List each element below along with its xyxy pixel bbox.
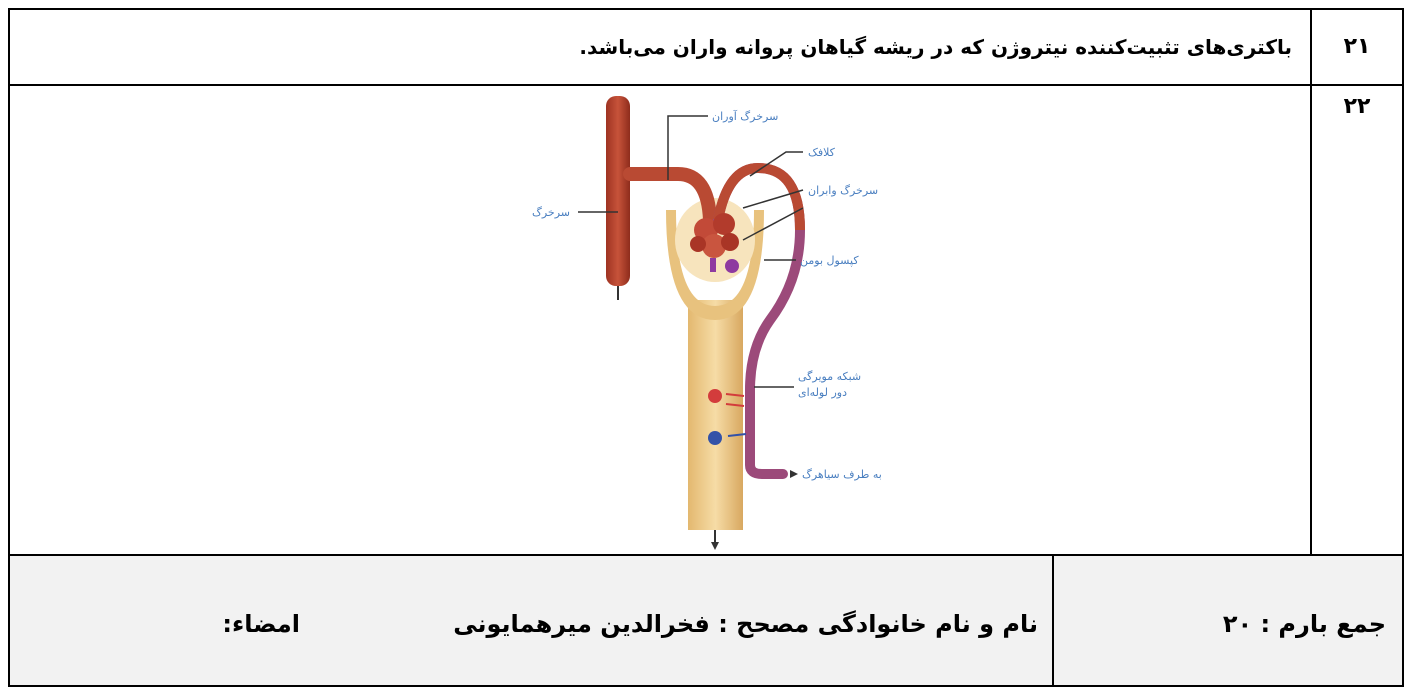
corrector-cell: نام و نام خانوادگی مصحح : فخرالدین میرهم…	[8, 554, 1054, 687]
question-21-text: باکتری‌های تثبیت‌کننده نیتروژن که در ریش…	[8, 8, 1312, 86]
label-artery: سرخرگ	[532, 206, 570, 219]
label-capillary-2: دور لوله‌ای	[798, 386, 847, 399]
question-number-21: ۲۱	[1310, 8, 1404, 86]
label-bowman-capsule: کپسول بومن	[800, 254, 859, 267]
label-efferent: سرخرگ وابران	[808, 184, 878, 197]
nephron-diagram: سرخرگ آوران کلافک سرخرگ وابران کپسول بوم…	[518, 90, 938, 552]
renal-tubule	[688, 300, 743, 530]
artery	[606, 96, 630, 286]
total-score-cell: جمع بارم : ۲۰	[1052, 554, 1404, 687]
corrector-name: نام و نام خانوادگی مصحح : فخرالدین میرهم…	[453, 610, 1038, 638]
exam-table: ۲۱ باکتری‌های تثبیت‌کننده نیتروژن که در …	[8, 8, 1404, 687]
label-glomerulus: کلافک	[808, 146, 836, 159]
question-22-body: سرخرگ آوران کلافک سرخرگ وابران کپسول بوم…	[8, 84, 1312, 556]
label-afferent: سرخرگ آوران	[712, 109, 778, 123]
question-number-22: ۲۲	[1310, 84, 1404, 556]
total-score: جمع بارم : ۲۰	[1223, 610, 1386, 638]
label-to-vein: به طرف سیاهرگ	[802, 468, 882, 481]
label-capillary-1: شبکه مویرگی	[798, 370, 861, 383]
signature-label: امضاء:	[222, 610, 300, 638]
